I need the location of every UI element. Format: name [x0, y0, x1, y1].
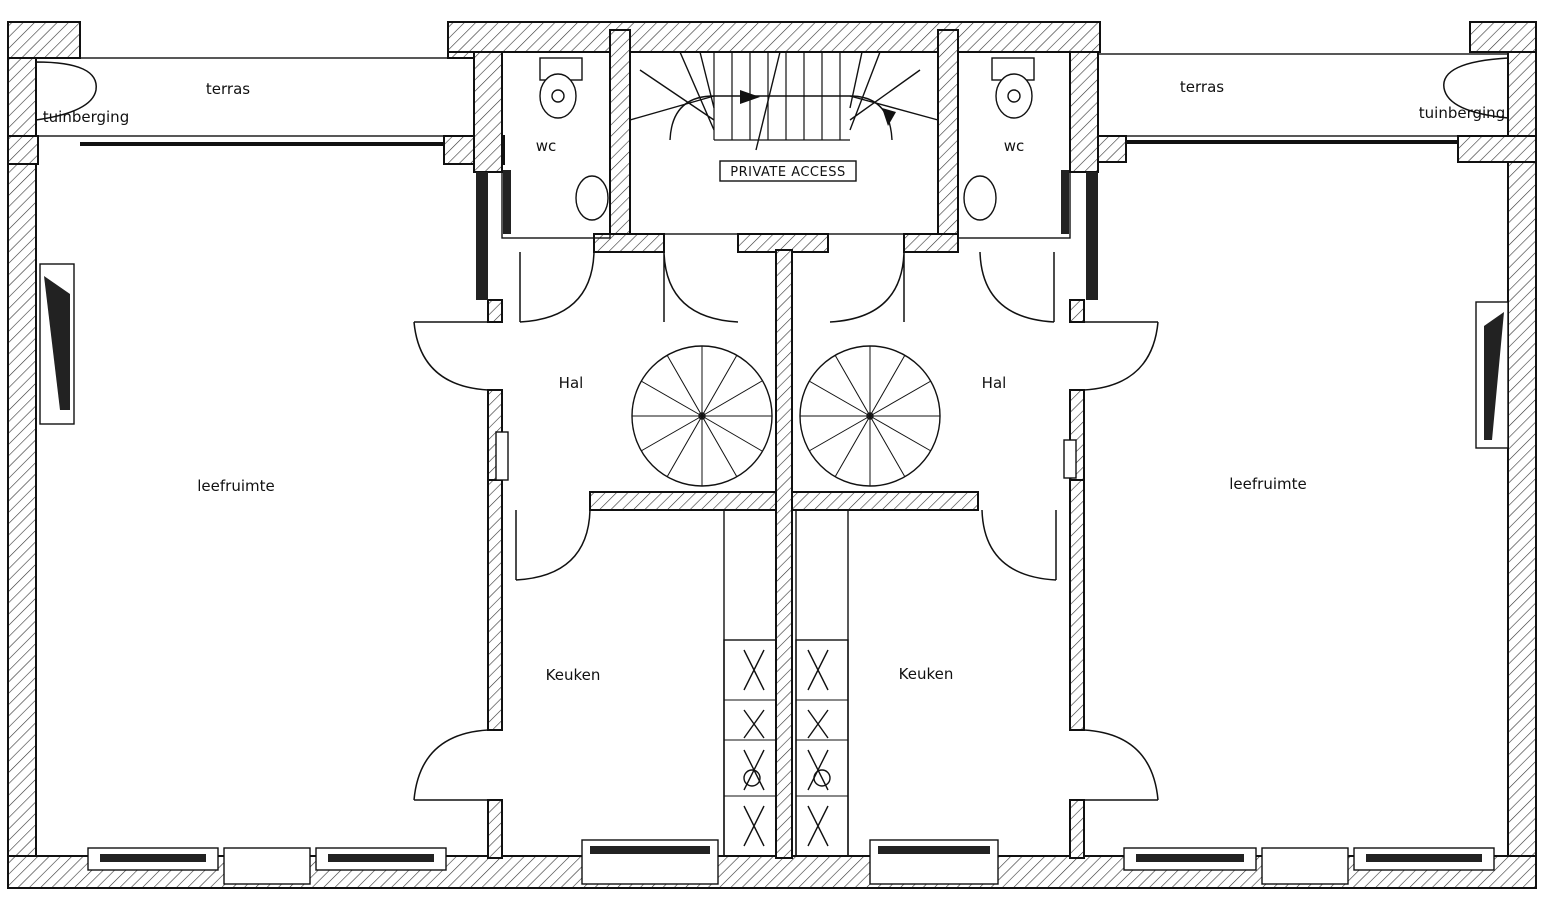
door-hal-keuken-right: [981, 509, 1057, 581]
label-hal-left: Hal: [559, 374, 584, 392]
label-keuken-right: Keuken: [899, 665, 954, 683]
door-tuinberging-right: [1443, 57, 1509, 119]
wall-keuken-r: [1069, 479, 1085, 731]
wall-wc-left-l: [473, 51, 503, 173]
toilet-bowl-left: [539, 73, 577, 119]
radiator-left: [476, 172, 488, 300]
door-hal-leefruimte-left: [413, 321, 489, 391]
door-tuinberging-left: [35, 61, 97, 121]
wall-top-left: [7, 21, 81, 59]
wc-fixtures: [503, 57, 1069, 234]
wall-stair-left: [609, 29, 631, 251]
door-wc-left: [519, 251, 595, 323]
door-hal-leefruimte-right: [1083, 321, 1159, 391]
radiator-right: [1086, 172, 1098, 300]
wall-wc-right-r: [1069, 51, 1099, 173]
private-access-sign: PRIVATE ACCESS: [719, 160, 857, 182]
label-leefruimte-left: leefruimte: [197, 477, 274, 495]
sink-left: [575, 175, 609, 221]
interior-walls: [473, 29, 1099, 859]
wall-stair-bot-r: [903, 233, 959, 253]
label-terras-left: terras: [206, 80, 250, 98]
label-tuinberging-left: tuinberging: [43, 108, 129, 126]
label-terras-right: terras: [1180, 78, 1224, 96]
room-labels: terras tuinberging wc Hal leefruimte Keu…: [43, 78, 1505, 684]
wall-stair-right: [937, 29, 959, 251]
label-hal-right: Hal: [982, 374, 1007, 392]
wall-top-center: [447, 21, 1101, 53]
toilet-bowl-right: [995, 73, 1033, 119]
label-wc-left: wc: [536, 137, 557, 155]
doors: [413, 251, 1159, 801]
wall-keuken-l: [487, 479, 503, 731]
door-keuken-leefruimte-right: [1083, 729, 1159, 801]
door-keuken-leefruimte-left: [413, 729, 489, 801]
door-bottom-1: [223, 847, 311, 885]
wall-terras-l: [7, 135, 39, 165]
door-hal-keuken-left: [515, 509, 591, 581]
label-tuinberging-right: tuinberging: [1419, 104, 1505, 122]
door-wc-right: [979, 251, 1055, 323]
kitchen-cabinets: [723, 509, 849, 857]
wall-center: [775, 249, 793, 859]
wall-hal-l-top: [487, 299, 503, 323]
door-stair-right: [829, 251, 905, 323]
label-leefruimte-right: leefruimte: [1229, 475, 1306, 493]
wall-top-right: [1469, 21, 1537, 53]
private-access-label: PRIVATE ACCESS: [730, 165, 845, 180]
label-wc-right: wc: [1004, 137, 1025, 155]
door-stair-left: [663, 251, 739, 323]
wall-keuken-r-bot: [1069, 799, 1085, 859]
main-staircase: [629, 51, 939, 235]
spiral-stair-left: [631, 345, 773, 487]
wall-hal-keuken-l: [589, 491, 777, 511]
wall-keuken-l-bot: [487, 799, 503, 859]
outer-walls: [7, 21, 1537, 889]
wall-hal-r-top: [1069, 299, 1085, 323]
door-bottom-2: [1261, 847, 1349, 885]
wall-terras-r2: [1457, 135, 1537, 163]
label-keuken-left: Keuken: [546, 666, 601, 684]
wall-stair-bot-l: [593, 233, 665, 253]
terras-areas: [35, 53, 1509, 146]
windows: [39, 172, 1509, 885]
sink-right: [963, 175, 997, 221]
wall-left: [7, 21, 37, 889]
wall-hal-keuken-r: [791, 491, 979, 511]
spiral-stair-right: [799, 345, 941, 487]
